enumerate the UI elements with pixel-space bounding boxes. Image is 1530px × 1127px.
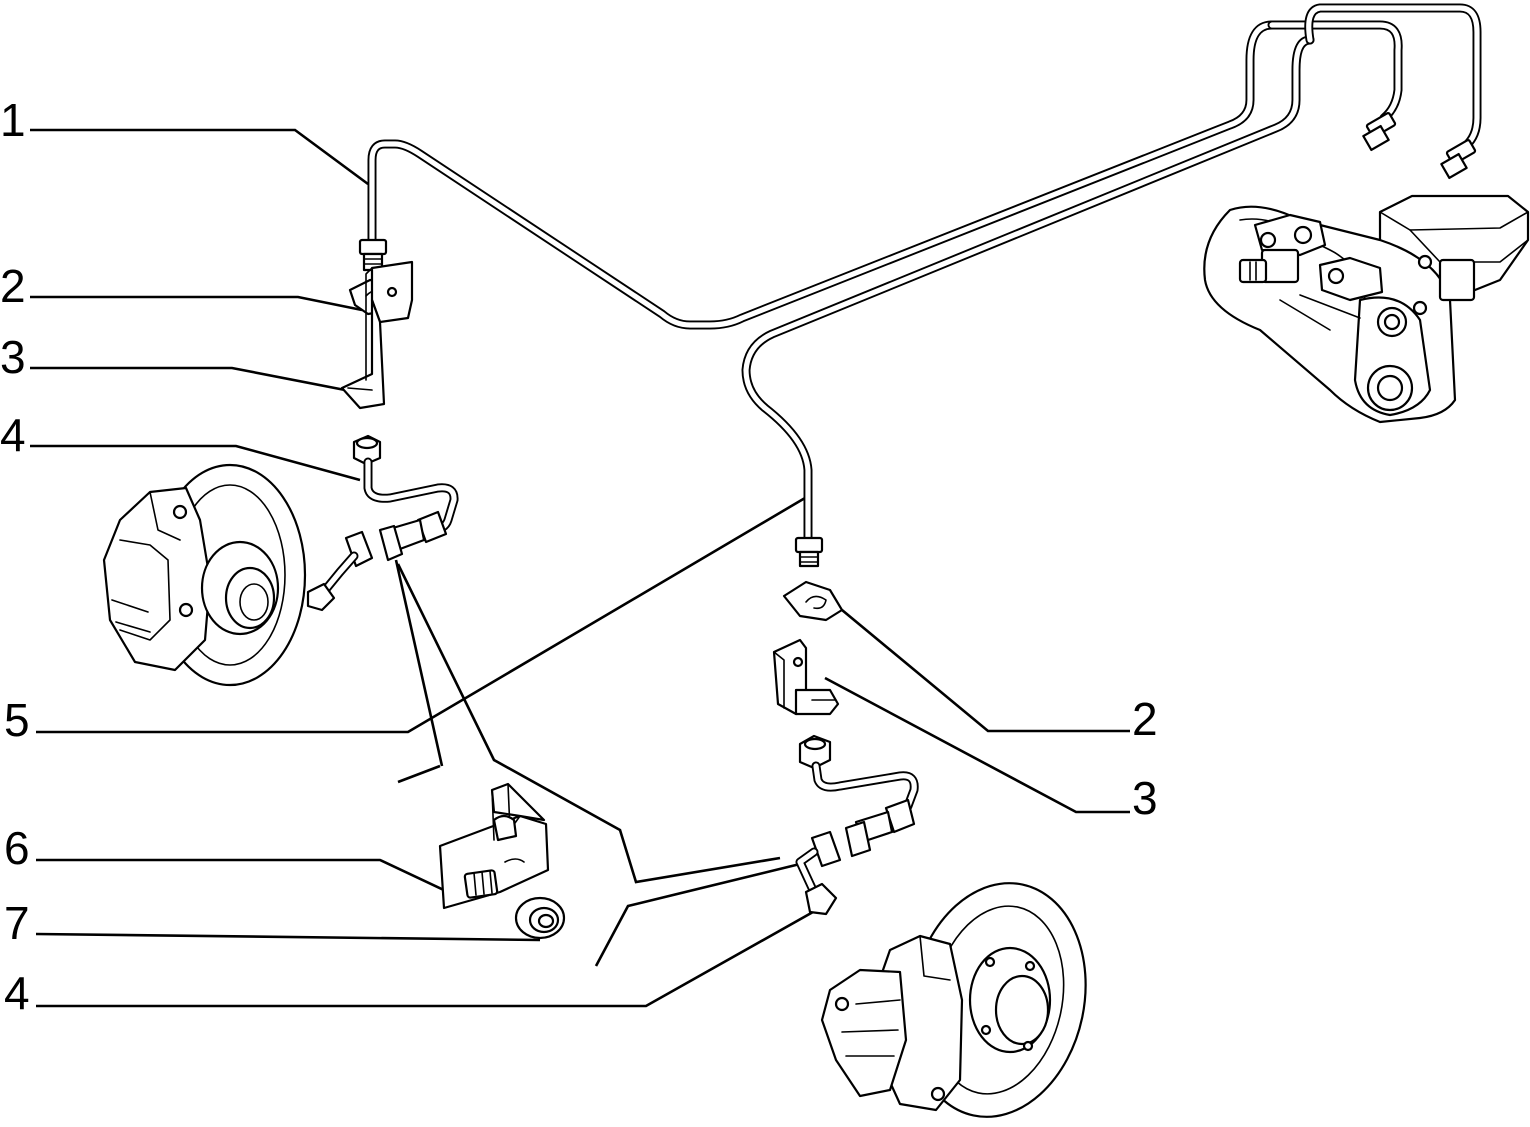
abs-hydraulic-unit-icon	[1203, 194, 1530, 424]
leader-line-3	[30, 366, 346, 392]
leader-line-1	[30, 128, 369, 186]
brake-pipe-left	[367, 20, 1277, 330]
callout-number-3-right: 3	[1132, 772, 1158, 824]
body-section-outline	[394, 559, 801, 967]
pipe-fitting-pump-1-icon	[1362, 112, 1397, 152]
leader-line-5	[36, 496, 806, 734]
brake-hose-right-icon	[795, 734, 919, 916]
leader-line-2	[30, 295, 363, 312]
bracket-left-icon	[340, 260, 414, 410]
rubber-grommet-icon	[514, 896, 566, 940]
leader-line-4	[30, 444, 361, 482]
mounting-bracket-icon	[438, 782, 550, 910]
callout-labels: 1 2 3 4 5 6 7 4 2 3	[0, 94, 1158, 1019]
bracket-right-icon	[772, 638, 840, 716]
leader-line-7	[35, 932, 541, 942]
brake-pipe-assembly	[358, 3, 1482, 568]
pipe-fitting-pump-2-icon	[1440, 139, 1477, 180]
callout-number-4: 4	[0, 409, 26, 461]
leader-line-6	[36, 858, 449, 894]
callout-number-2: 2	[0, 260, 26, 312]
brake-disc-left-icon	[102, 463, 307, 687]
callout-number-1: 1	[0, 94, 26, 146]
callout-number-3: 3	[0, 331, 26, 383]
callout-number-7: 7	[4, 897, 30, 949]
brake-hose-left-icon	[306, 434, 459, 612]
leader-lines	[30, 128, 1130, 1008]
pipe-fitting-right-icon	[794, 536, 824, 568]
leader-line-4b	[36, 910, 814, 1008]
callout-number-2-right: 2	[1132, 693, 1158, 745]
callout-number-4b: 4	[4, 967, 30, 1019]
leader-line-3-right	[824, 676, 1130, 814]
callout-number-6: 6	[4, 822, 30, 874]
spring-clip-right-icon	[782, 580, 844, 622]
brake-disc-right-icon	[820, 882, 1087, 1118]
callout-number-5: 5	[4, 694, 30, 746]
leader-line-2-right	[841, 608, 1130, 733]
